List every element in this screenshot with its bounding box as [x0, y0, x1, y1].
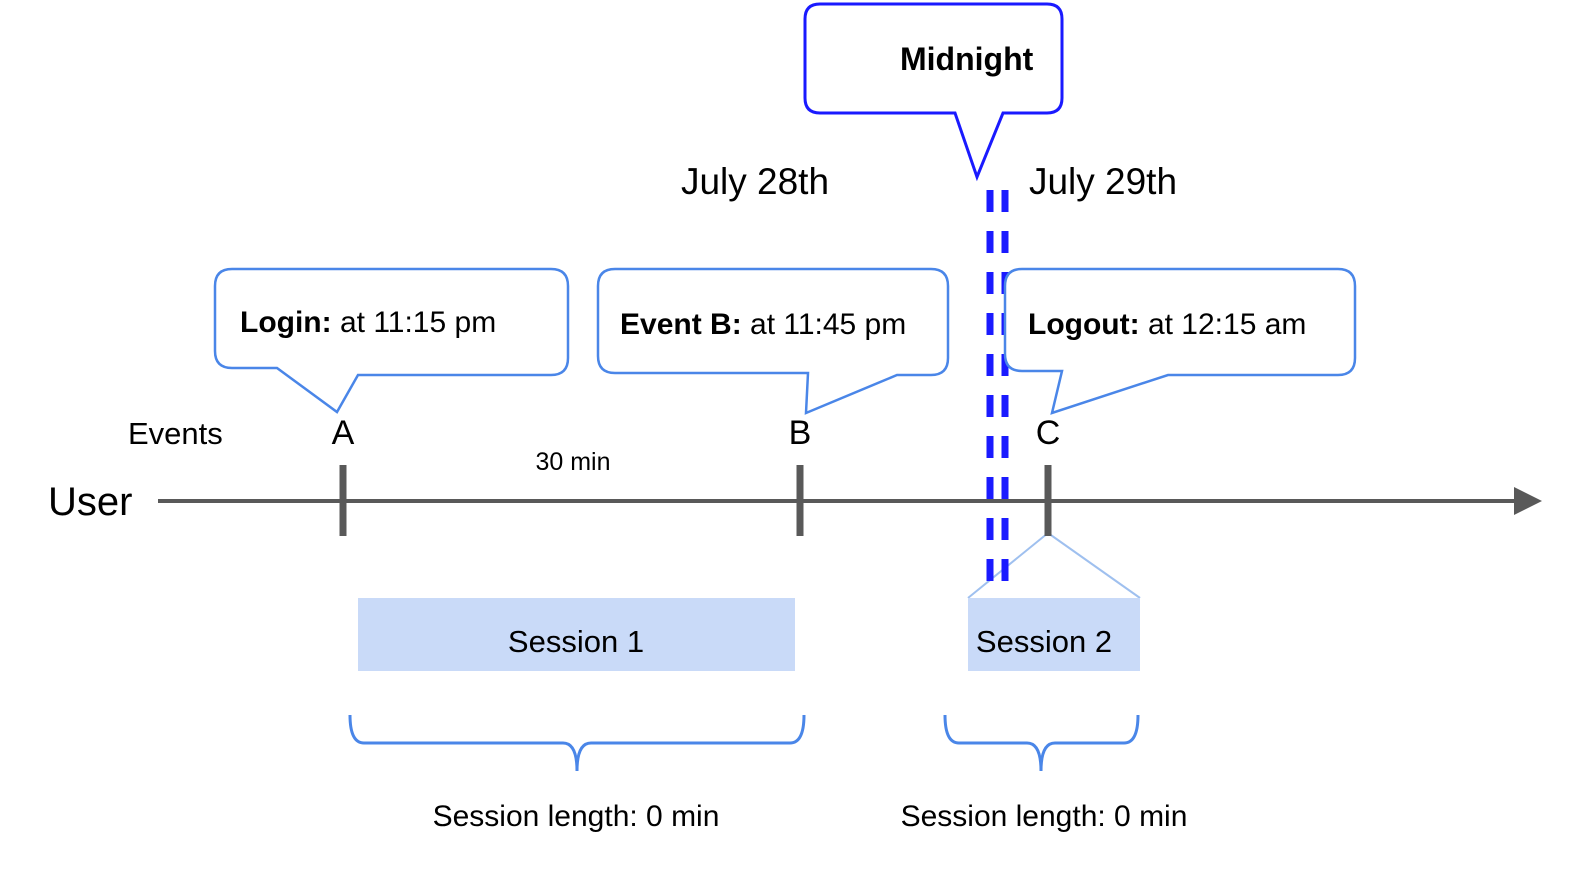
event-callout-a: Login: at 11:15 pm	[213, 267, 570, 414]
event-callout-a-name: Login:	[240, 306, 332, 339]
event-callout-b-detail: at 11:45 pm	[742, 308, 907, 341]
event-callout-c: Logout: at 12:15 am	[1003, 267, 1357, 415]
event-marker-c: C	[1036, 414, 1061, 452]
date-label-july-28: July 28th	[681, 161, 829, 202]
lane-label-user: User	[48, 480, 132, 524]
event-callout-c-name: Logout:	[1028, 308, 1140, 341]
session-2-length-label: Session length: 0 min	[901, 800, 1188, 833]
event-callout-b-bubble	[596, 267, 950, 415]
event-callout-b-name: Event B:	[620, 308, 742, 341]
session-1-block	[358, 598, 795, 671]
event-callout-a-text: Login: at 11:15 pm	[240, 306, 496, 339]
session-2-group: Session 2	[967, 532, 1141, 671]
session-2-label: Session 2	[976, 624, 1112, 659]
gap-duration-label: 30 min	[535, 448, 610, 476]
session-1-label: Session 1	[508, 624, 644, 659]
midnight-callout-bubble	[803, 2, 1064, 182]
midnight-callout-label: Midnight	[900, 41, 1034, 77]
midnight-divider-group	[986, 190, 1009, 582]
event-callout-a-detail: at 11:15 pm	[332, 306, 497, 339]
session-1-length-label: Session length: 0 min	[433, 800, 720, 833]
session-2-block	[968, 598, 1140, 671]
session-2-brace-group: Session length: 0 min	[901, 714, 1188, 833]
session-1-brace	[348, 714, 806, 772]
event-callout-c-detail: at 12:15 am	[1140, 308, 1307, 341]
event-callout-b-text: Event B: at 11:45 pm	[620, 308, 906, 341]
event-marker-b: B	[789, 414, 812, 452]
events-row-label: Events	[128, 416, 223, 451]
event-callout-c-text: Logout: at 12:15 am	[1028, 308, 1306, 341]
session-1-group: Session 1	[358, 598, 795, 671]
timeline-axis-group	[158, 465, 1542, 536]
event-callout-b: Event B: at 11:45 pm	[596, 267, 950, 415]
date-label-july-29: July 29th	[1029, 161, 1177, 202]
session-2-brace	[943, 714, 1140, 772]
event-marker-a: A	[332, 414, 355, 452]
midnight-callout: Midnight	[803, 2, 1064, 182]
event-callout-c-bubble	[1003, 267, 1357, 415]
event-callout-a-bubble	[213, 267, 570, 414]
session-1-brace-group: Session length: 0 min	[348, 714, 806, 833]
session-2-leader-right	[1047, 532, 1141, 599]
